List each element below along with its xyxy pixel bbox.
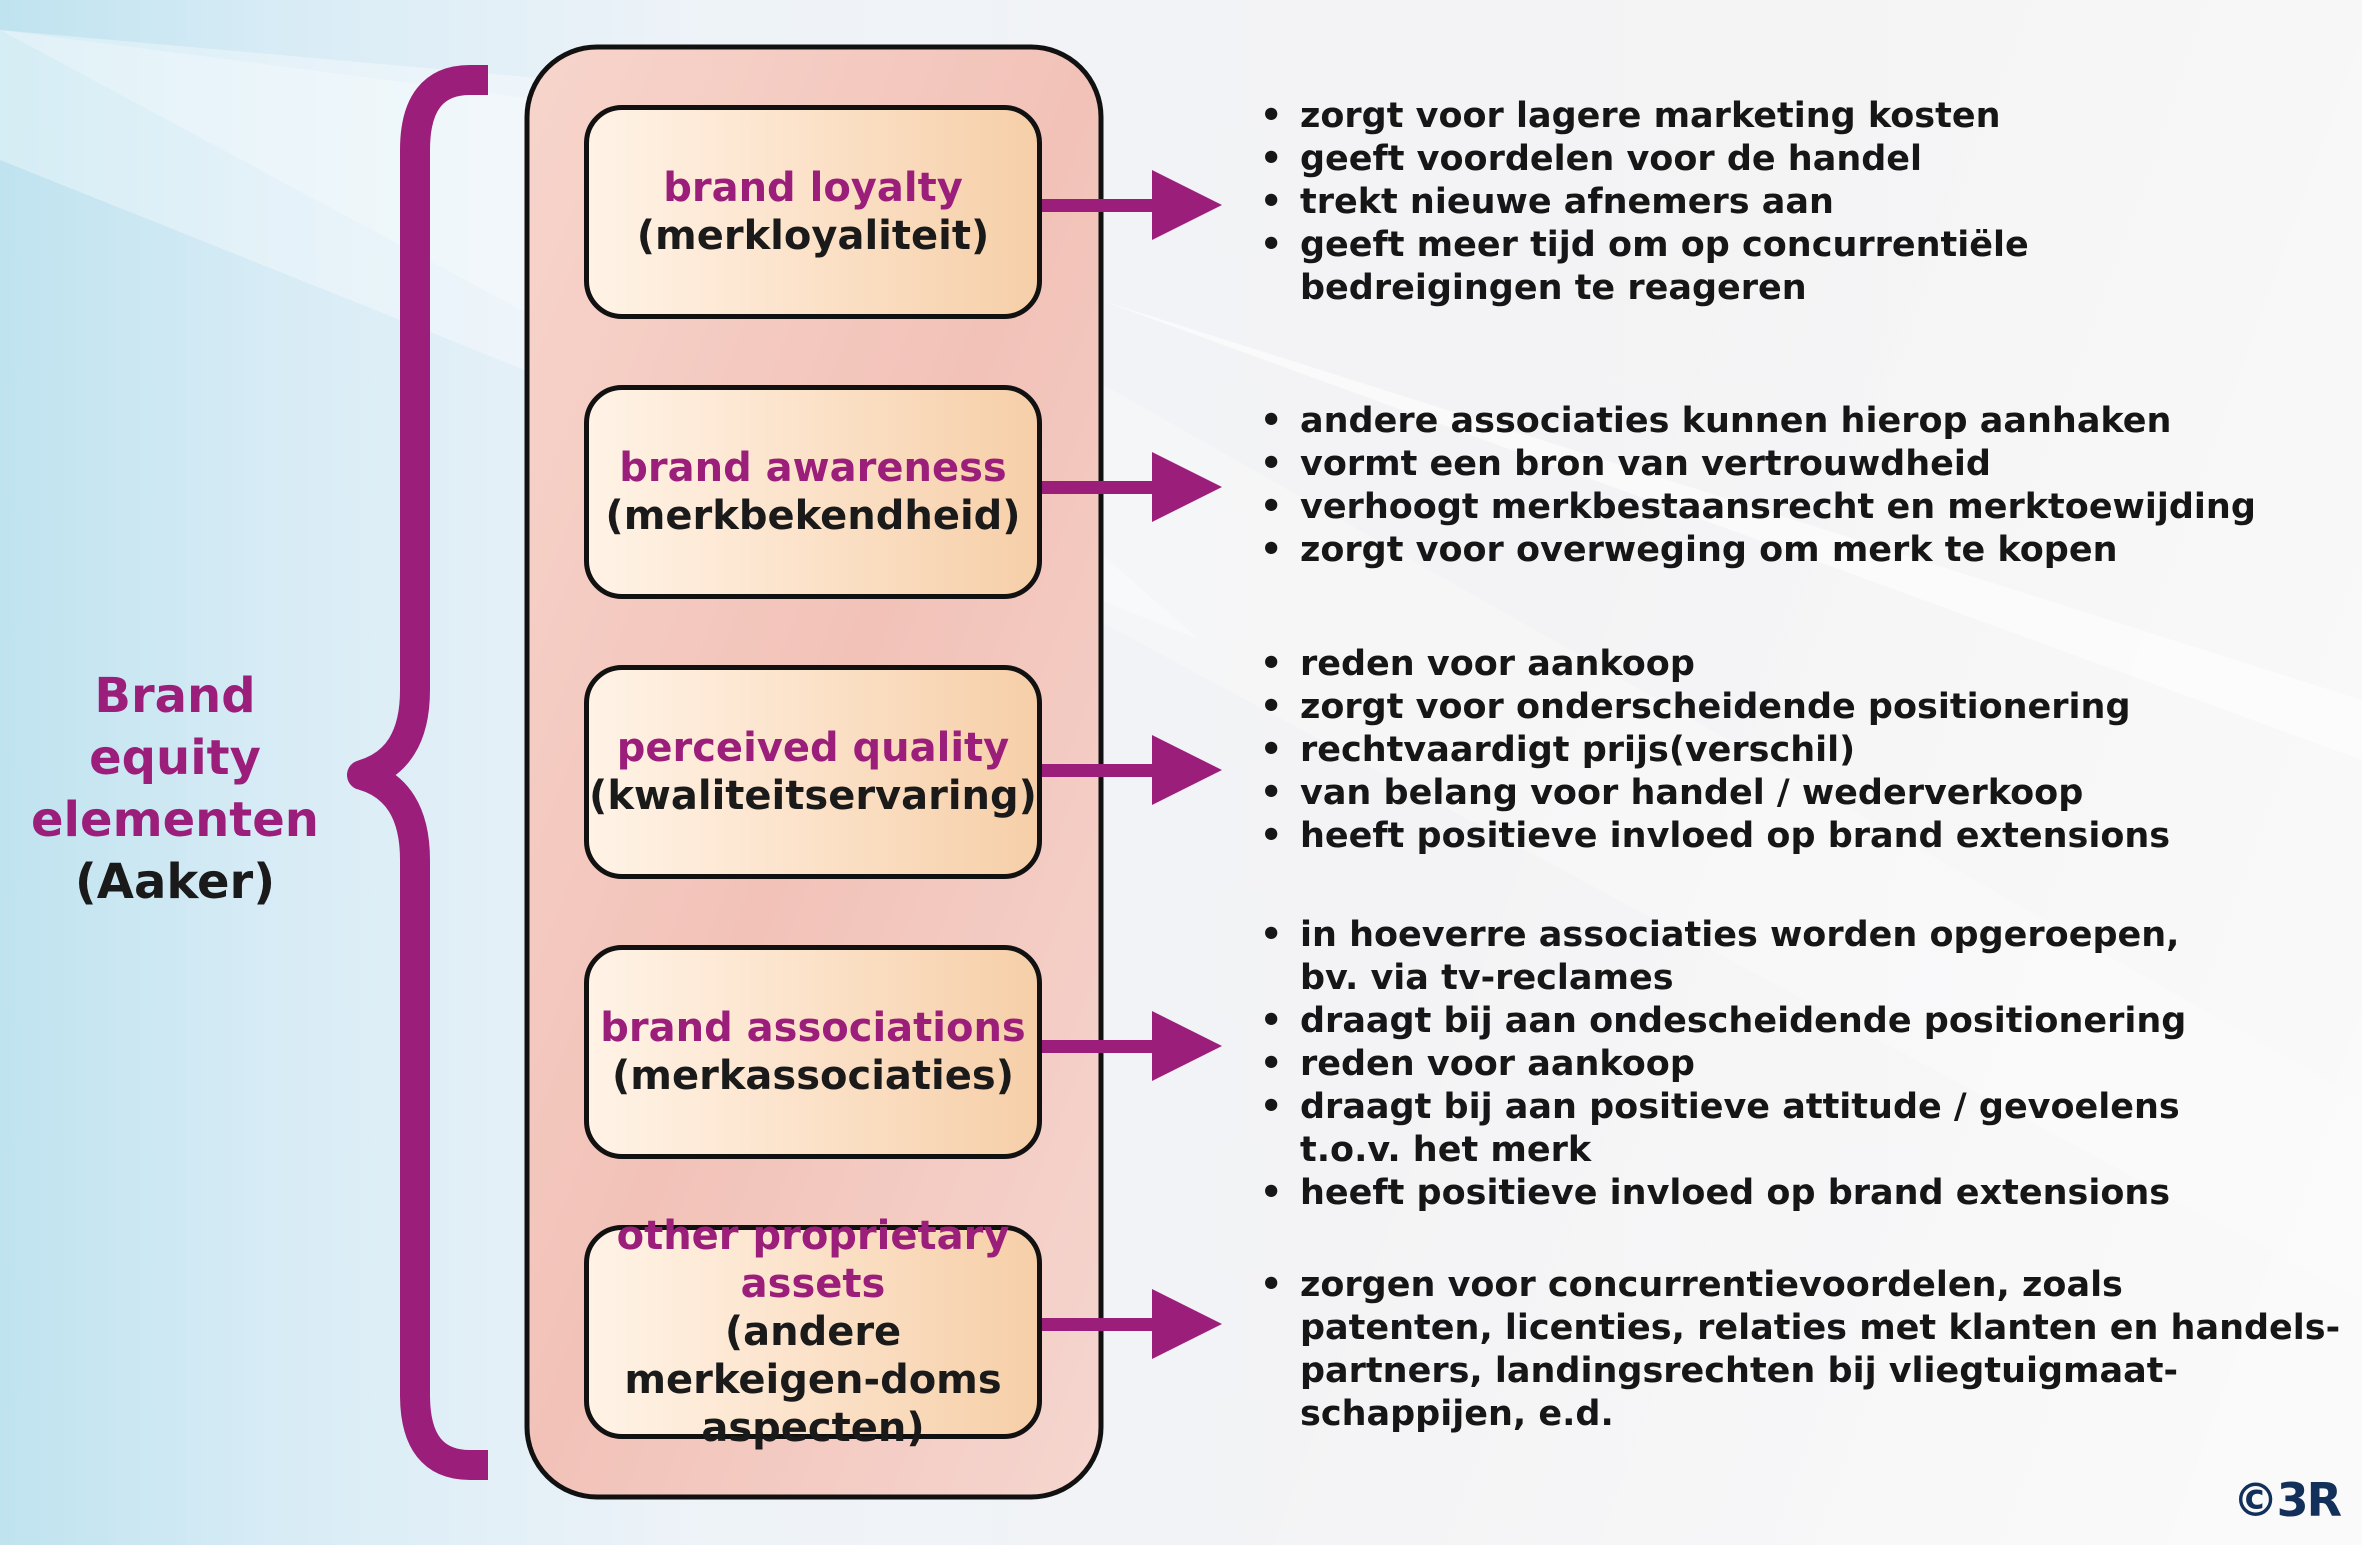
element-card-perceived-quality: perceived quality (kwaliteitservaring) — [584, 665, 1042, 879]
title-line: Brand — [94, 668, 256, 724]
arrow — [1042, 170, 1222, 240]
bullet-item: reden voor aankoop — [1260, 1043, 2320, 1086]
bullet-item: in hoeverre associaties worden opgeroepe… — [1260, 914, 2320, 1000]
bullet-item: verhoogt merkbestaansrecht en merktoewij… — [1260, 486, 2320, 529]
element-title: brand loyalty — [663, 165, 963, 211]
bullet-item: van belang voor handel / wederverkoop — [1260, 772, 2320, 815]
diagram-title: Brand equity elementen (Aaker) — [10, 665, 340, 913]
copyright-logo: ©3R — [2232, 1473, 2342, 1527]
arrow — [1042, 735, 1222, 805]
bullet-item: zorgt voor lagere marketing kosten — [1260, 95, 2320, 138]
title-line: equity — [89, 730, 261, 786]
arrow — [1042, 1289, 1222, 1359]
bullet-item: zorgen voor concurrentievoordelen, zoals… — [1260, 1264, 2340, 1436]
element-subtitle: (andere merkeigen-doms aspecten) — [624, 1309, 1002, 1451]
element-subtitle: (kwaliteitservaring) — [589, 773, 1037, 819]
bullet-item: draagt bij aan ondescheidende positioner… — [1260, 1000, 2320, 1043]
bullets-perceived-quality: reden voor aankoopzorgt voor onderscheid… — [1260, 643, 2320, 858]
bullet-item: geeft meer tijd om op concurrentiëlebedr… — [1260, 224, 2320, 310]
bullet-item: zorgt voor overweging om merk te kopen — [1260, 529, 2320, 572]
title-line: elementen — [31, 792, 319, 848]
arrow — [1042, 1011, 1222, 1081]
bullets-other-proprietary-assets: zorgen voor concurrentievoordelen, zoals… — [1260, 1264, 2340, 1436]
bullet-item: andere associaties kunnen hierop aanhake… — [1260, 400, 2320, 443]
element-subtitle: (merkloyaliteit) — [636, 213, 990, 259]
element-card-brand-loyalty: brand loyalty (merkloyaliteit) — [584, 105, 1042, 319]
bullets-brand-awareness: andere associaties kunnen hierop aanhake… — [1260, 400, 2320, 572]
element-subtitle: (merkassociaties) — [612, 1053, 1014, 1099]
bullet-item: zorgt voor onderscheidende positionering — [1260, 686, 2320, 729]
title-source: (Aaker) — [74, 854, 276, 910]
bullet-item: vormt een bron van vertrouwdheid — [1260, 443, 2320, 486]
bullets-brand-loyalty: zorgt voor lagere marketing kostengeeft … — [1260, 95, 2320, 310]
bullet-item: trekt nieuwe afnemers aan — [1260, 181, 2320, 224]
arrow — [1042, 452, 1222, 522]
bullet-item: rechtvaardigt prijs(verschil) — [1260, 729, 2320, 772]
element-card-brand-awareness: brand awareness (merkbekendheid) — [584, 385, 1042, 599]
element-card-other-proprietary-assets: other proprietary assets (andere merkeig… — [584, 1213, 1042, 1451]
bullet-item: heeft positieve invloed op brand extensi… — [1260, 815, 2320, 858]
bullets-brand-associations: in hoeverre associaties worden opgeroepe… — [1260, 914, 2320, 1215]
element-subtitle: (merkbekendheid) — [605, 493, 1021, 539]
bullet-item: heeft positieve invloed op brand extensi… — [1260, 1172, 2320, 1215]
bullet-item: draagt bij aan positieve attitude / gevo… — [1260, 1086, 2320, 1172]
element-title: perceived quality — [616, 725, 1010, 771]
element-title: brand associations — [600, 1005, 1026, 1051]
bullet-item: reden voor aankoop — [1260, 643, 2320, 686]
bullet-item: geeft voordelen voor de handel — [1260, 138, 2320, 181]
element-title: other proprietary assets — [616, 1213, 1010, 1307]
element-card-brand-associations: brand associations (merkassociaties) — [584, 945, 1042, 1159]
curly-brace — [347, 65, 488, 1480]
element-title: brand awareness — [619, 445, 1007, 491]
